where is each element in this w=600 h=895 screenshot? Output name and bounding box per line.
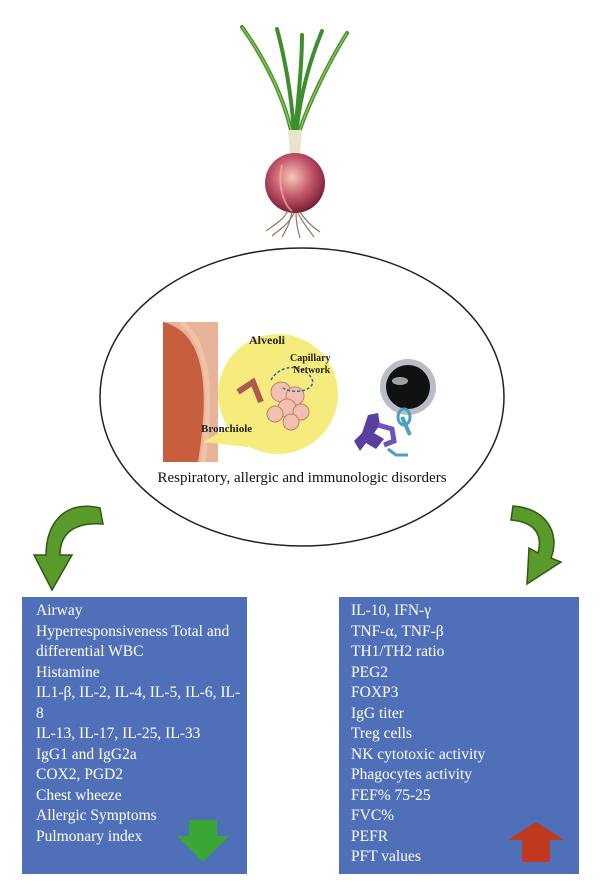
label-capillary: Capillary <box>290 353 331 364</box>
increased-markers-list: IL-10, IFN-γ TNF-α, TNF-β TH1/TH2 ratio … <box>351 601 579 868</box>
list-item: TNF-α, TNF-β <box>351 622 444 640</box>
list-item: COX2, PGD2 <box>36 766 123 783</box>
ellipse-caption: Respiratory, allergic and immunologic di… <box>157 470 447 486</box>
curved-arrow-left-icon <box>32 505 104 592</box>
label-network: Network <box>293 365 331 376</box>
list-item: Airway <box>36 602 83 619</box>
list-item: IgG titer <box>351 704 404 722</box>
list-item: PFT values <box>351 848 421 865</box>
up-arrow-icon <box>508 822 564 862</box>
immune-cell-icon <box>354 359 436 457</box>
list-item: IgG1 and IgG2a <box>36 745 137 763</box>
lung-diagram-icon: Alveoli Capillary Network Bronchiole <box>163 322 338 462</box>
list-item: FVC% <box>351 807 395 824</box>
list-item: Phagocytes activity <box>351 766 472 783</box>
list-item: Treg cells <box>351 725 412 742</box>
decreased-markers-list: Airway Hyperresponsiveness Total and dif… <box>36 601 247 847</box>
list-item: FEF% 75-25 <box>351 786 431 804</box>
list-item: PEG2 <box>351 663 389 681</box>
list-item: IL-10, IFN-γ <box>351 602 432 619</box>
list-item: PEFR <box>351 827 389 845</box>
list-item: Pulmonary index <box>36 827 143 845</box>
list-item: IL-13, IL-17, IL-25, IL-33 <box>36 725 201 742</box>
onion-icon <box>240 25 349 239</box>
list-item: Allergic Symptoms <box>36 807 157 824</box>
list-item: Hyperresponsiveness Total and differenti… <box>36 622 230 661</box>
list-item: NK cytotoxic activity <box>351 745 486 763</box>
label-alveoli: Alveoli <box>249 333 286 347</box>
decreased-markers-box: Airway Hyperresponsiveness Total and dif… <box>22 597 247 874</box>
list-item: FOXP3 <box>351 684 399 701</box>
list-item: IL1-β, IL-2, IL-4, IL-5, IL-6, IL-8 <box>36 684 241 722</box>
list-item: TH1/TH2 ratio <box>351 643 445 660</box>
list-item: Chest wheeze <box>36 786 122 804</box>
label-bronchiole: Bronchiole <box>201 423 252 435</box>
down-arrow-icon <box>177 820 229 862</box>
list-item: Histamine <box>36 663 100 681</box>
curved-arrow-right-icon <box>510 505 563 586</box>
